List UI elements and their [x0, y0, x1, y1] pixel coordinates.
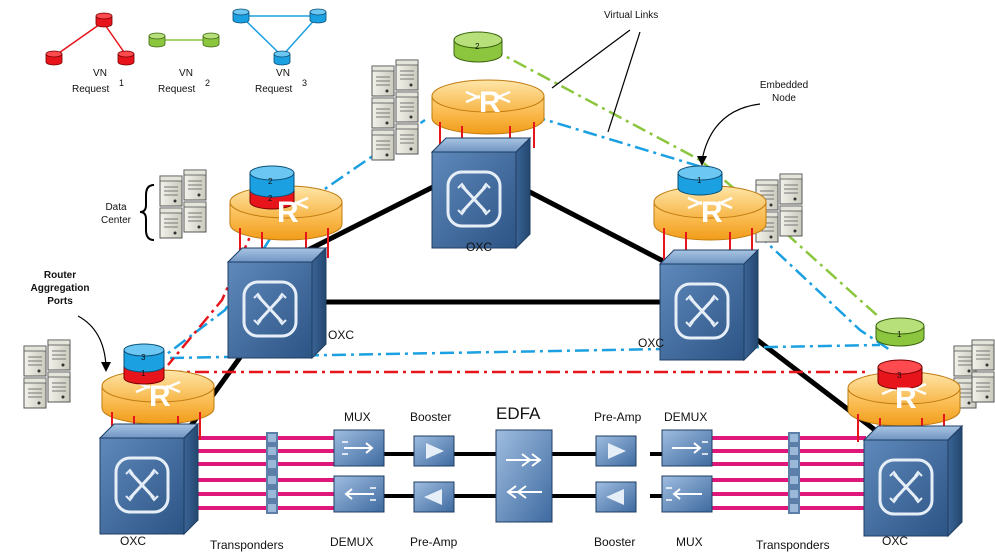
cyl-blue-1-label: 1: [697, 176, 702, 185]
oxc-top-center-label: OXC: [466, 240, 493, 254]
vn3-label-bottom: Request: [255, 84, 293, 95]
router-left-middle-letter: R: [277, 196, 299, 229]
cyl-red-2-label: 2: [268, 194, 273, 203]
node-right-middle: [652, 173, 803, 362]
oxc-right-middle-label: OXC: [638, 336, 665, 350]
edfa-label: EDFA: [496, 404, 541, 423]
booster-right: [595, 481, 637, 513]
vn3-index: 3: [302, 78, 308, 88]
cyl-blue-2-label: 2: [268, 177, 273, 186]
booster-left-label: Booster: [410, 410, 452, 424]
demux-left-label: DEMUX: [330, 535, 374, 549]
transponders-left: [266, 432, 278, 514]
node-top-center: [371, 59, 546, 250]
oxc-right-middle: [658, 248, 760, 362]
oxc-left-middle: [226, 246, 328, 360]
vn-request-2-legend: [148, 32, 220, 48]
server-rack-left-middle: [159, 169, 207, 239]
router-bottom-right-letter: R: [895, 382, 917, 415]
transponders-right: [788, 432, 800, 514]
vn-request-1-legend: [45, 12, 135, 66]
data-center-label-2: Center: [100, 215, 131, 226]
mux-left: [333, 429, 385, 467]
vn1-node-top: [95, 12, 113, 28]
vn-request-3-legend: [232, 8, 327, 66]
node-left-middle: [159, 169, 344, 360]
fiber-bundle-left: [190, 436, 334, 510]
vn1-node-left: [45, 50, 63, 66]
node-bottom-left: [23, 339, 216, 536]
vn1-label-top: VN: [93, 68, 107, 79]
router-bottom-left-letter: R: [149, 380, 171, 413]
mux-right: [661, 475, 713, 513]
booster-left: [413, 435, 455, 467]
vn3-label-top: VN: [276, 68, 290, 79]
embedded-node-arrow: [697, 103, 761, 166]
oxc-bottom-right-label: OXC: [882, 534, 909, 548]
router-top-center-letter: R: [479, 86, 501, 119]
edfa: [495, 429, 553, 523]
embedded-stack-bottom-left: [123, 343, 165, 385]
embedded-stack-left-middle: [249, 165, 295, 210]
transponders-right-label: Transponders: [756, 538, 830, 552]
embedded-vn2-node-1: [875, 317, 925, 347]
embedded-vn2-node-2: [453, 31, 503, 63]
transponders-left-label: Transponders: [210, 538, 284, 552]
node-bottom-right: [846, 339, 995, 538]
embedded-node-label-1: Embedded: [759, 80, 809, 91]
cyl-red-1-label: 1: [141, 369, 146, 378]
vn1-node-right: [117, 50, 135, 66]
oxc-bottom-left-label: OXC: [120, 534, 147, 548]
vn1-index: 1: [119, 78, 125, 88]
oxc-bottom-right: [862, 424, 964, 538]
oxc-top-center: [430, 136, 532, 250]
booster-right-label: Booster: [594, 535, 636, 549]
server-rack-top-center: [371, 59, 419, 161]
data-center-label-1: Data: [105, 202, 127, 213]
embedded-vn1-node-3: [877, 359, 923, 390]
cyl-red-3-label: 3: [897, 371, 902, 380]
mux-right-label: MUX: [676, 535, 703, 549]
preamp-right-label: Pre-Amp: [594, 410, 642, 424]
mux-left-label: MUX: [344, 410, 371, 424]
cyl-blue-3-label: 3: [141, 353, 146, 362]
embedded-node-label-2: Node: [772, 93, 796, 104]
embedded-vn3-node-1: [677, 165, 723, 196]
demux-right-label: DEMUX: [664, 410, 708, 424]
router-aggregation-label-3: Ports: [47, 296, 73, 307]
cyl-green-2-label: 2: [475, 42, 480, 51]
preamp-right: [595, 435, 637, 467]
preamp-left-label: Pre-Amp: [410, 535, 458, 549]
router-right-middle-letter: R: [701, 196, 723, 229]
oxc-bottom-left: [98, 422, 200, 536]
virtual-links-pointers: [551, 29, 641, 133]
vn2-index: 2: [205, 78, 211, 88]
router-aggregation-label-1: Router: [43, 270, 77, 281]
preamp-left: [413, 481, 455, 513]
demux-right: [661, 429, 713, 467]
demux-left: [333, 475, 385, 513]
server-rack-bottom-left: [23, 339, 71, 409]
router-aggregation-arrow: [77, 315, 111, 372]
cyl-green-1-label: 1: [897, 330, 902, 339]
vn1-label-bottom: Request: [72, 84, 110, 95]
vn2-label-top: VN: [179, 68, 193, 79]
vn2-label-bottom: Request: [158, 84, 196, 95]
data-center-brace: [139, 184, 155, 241]
router-aggregation-label-2: Aggregation: [30, 283, 90, 294]
virtual-links-label: Virtual Links: [604, 10, 659, 21]
oxc-left-middle-label: OXC: [328, 328, 355, 342]
